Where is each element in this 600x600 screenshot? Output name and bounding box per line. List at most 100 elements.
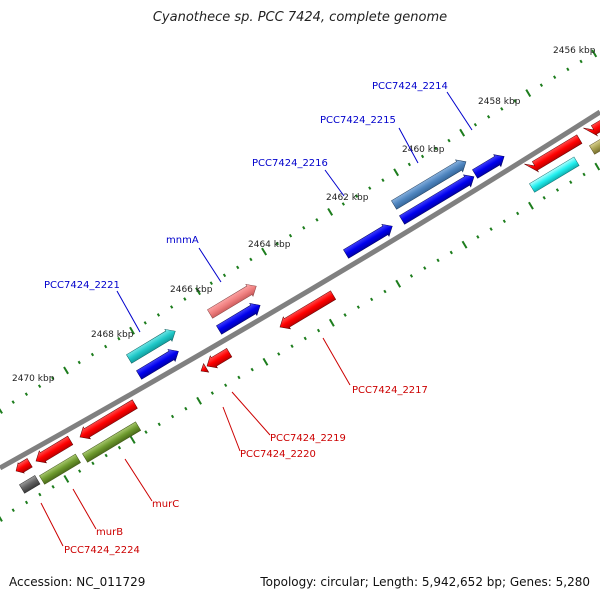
gene-right-red-2[interactable] <box>583 113 600 140</box>
minor-tick <box>354 194 359 198</box>
gene-murb[interactable] <box>32 434 74 467</box>
gene-pcc7424-2219[interactable] <box>203 347 233 372</box>
gene-label-pcc7424-2215[interactable]: PCC7424_2215 <box>320 115 396 126</box>
minor-tick <box>434 146 438 151</box>
minor-tick <box>409 274 414 278</box>
minor-tick <box>449 250 453 255</box>
minor-tick <box>184 406 188 411</box>
leader-line <box>398 127 419 164</box>
scale-label: 2470 kbp <box>12 374 55 384</box>
minor-tick <box>579 59 583 64</box>
minor-tick <box>210 391 214 395</box>
minor-tick <box>489 227 493 231</box>
scale-label: 2462 kbp <box>326 193 369 203</box>
minor-tick <box>368 186 372 190</box>
minor-tick <box>407 162 411 167</box>
gene-label-murb[interactable]: murB <box>96 527 123 538</box>
minor-tick <box>104 453 108 458</box>
minor-tick <box>51 376 55 381</box>
minor-tick <box>516 211 520 216</box>
minor-tick <box>11 508 15 512</box>
gene-label-murc[interactable]: murC <box>152 499 179 510</box>
gene-pcc7424-2220[interactable] <box>198 363 210 376</box>
major-tick <box>459 128 466 137</box>
minor-tick <box>249 257 253 262</box>
gene-pcc7424-2216[interactable] <box>342 220 395 260</box>
minor-tick <box>569 180 573 184</box>
leader-line <box>116 290 141 333</box>
major-tick <box>63 474 70 483</box>
gene-pcc7424-2224-gray[interactable] <box>19 475 41 494</box>
leader-line <box>322 337 351 386</box>
minor-tick <box>24 500 29 505</box>
gene-pcc7424-2224[interactable] <box>13 458 33 477</box>
minor-tick <box>78 469 82 473</box>
minor-tick <box>237 375 241 380</box>
gene-pcc7424-2215-inner[interactable] <box>398 171 477 226</box>
gene-right-khaki[interactable] <box>589 135 600 155</box>
gene-mnma[interactable] <box>206 280 259 320</box>
gene-mnma-adjacent[interactable] <box>215 299 263 336</box>
minor-tick <box>420 154 425 159</box>
minor-tick <box>341 202 345 206</box>
minor-tick <box>104 344 108 349</box>
gene-label-pcc7424-2221[interactable]: PCC7424_2221 <box>44 280 120 291</box>
minor-tick <box>513 99 517 103</box>
minor-tick <box>117 336 121 341</box>
gene-labels: PCC7424_2214 PCC7424_2215 PCC7424_2216 m… <box>44 81 448 556</box>
minor-tick <box>542 195 546 200</box>
minor-tick <box>303 336 307 341</box>
outer-scale-ticks <box>0 49 598 414</box>
leader-lines <box>40 91 473 547</box>
leader-line <box>324 169 345 197</box>
minor-tick <box>250 367 254 372</box>
gene-murc-olive[interactable] <box>82 421 142 463</box>
major-tick <box>591 49 598 58</box>
minor-tick <box>143 321 147 325</box>
minor-tick <box>473 122 478 127</box>
leader-line <box>40 502 64 547</box>
gene-pcc7424-2217[interactable] <box>276 289 337 333</box>
scale-labels: 2456 kbp 2458 kbp 2460 kbp 2462 kbp 2464… <box>12 46 596 384</box>
minor-tick <box>275 241 279 246</box>
reverse-strand-genes <box>13 113 600 494</box>
gene-right-cyan[interactable] <box>529 156 580 193</box>
major-tick <box>195 287 201 296</box>
minor-tick <box>316 328 321 333</box>
major-tick <box>528 201 534 210</box>
gene-pcc7424-2214[interactable] <box>471 150 507 180</box>
minor-tick <box>566 67 570 72</box>
gene-label-pcc7424-2220[interactable]: PCC7424_2220 <box>240 449 316 460</box>
major-tick <box>63 366 69 375</box>
gene-pcc7424-2221[interactable] <box>125 325 178 365</box>
gene-label-pcc7424-2219[interactable]: PCC7424_2219 <box>270 433 346 444</box>
scale-label: 2458 kbp <box>478 97 521 107</box>
major-tick <box>395 279 402 288</box>
gene-murb-olive[interactable] <box>39 453 81 485</box>
minor-tick <box>476 235 480 239</box>
minor-tick <box>502 219 506 224</box>
minor-tick <box>24 392 29 396</box>
gene-label-pcc7424-2224[interactable]: PCC7424_2224 <box>64 545 140 556</box>
major-tick <box>196 396 202 405</box>
major-tick <box>594 162 600 171</box>
minor-tick <box>183 297 187 301</box>
gene-label-pcc7424-2216[interactable]: PCC7424_2216 <box>252 158 328 169</box>
gene-label-pcc7424-2214[interactable]: PCC7424_2214 <box>372 81 448 92</box>
gene-label-pcc7424-2217[interactable]: PCC7424_2217 <box>352 385 428 396</box>
gene-right-red-1[interactable] <box>524 133 583 176</box>
gene-murc[interactable] <box>76 398 138 443</box>
leader-line <box>72 488 97 530</box>
gene-pcc7424-2221-adjacent[interactable] <box>135 345 182 381</box>
gene-label-mnma[interactable]: mnmA <box>166 235 199 246</box>
minor-tick <box>156 313 161 317</box>
major-tick <box>0 408 3 414</box>
minor-tick <box>555 188 560 192</box>
gene-pcc7424-2215[interactable] <box>390 156 469 211</box>
minor-tick <box>117 445 122 450</box>
minor-tick <box>37 384 42 389</box>
major-tick <box>461 240 468 249</box>
minor-tick <box>38 492 42 497</box>
